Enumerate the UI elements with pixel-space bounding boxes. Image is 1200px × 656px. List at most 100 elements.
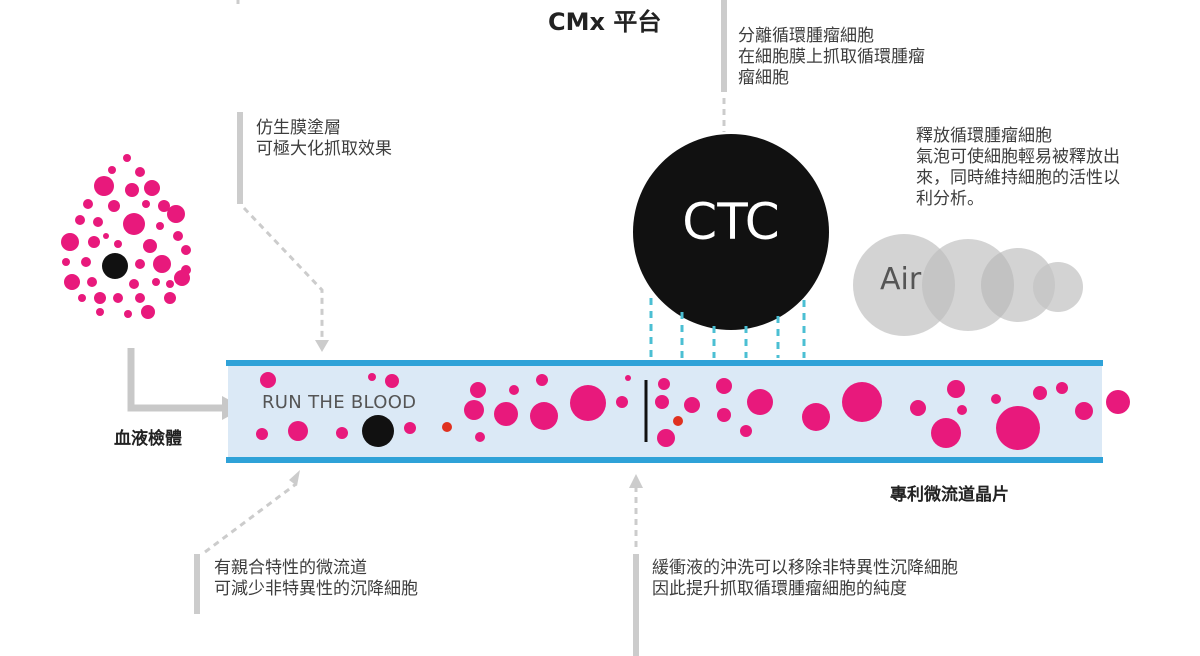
drop-dot — [81, 257, 91, 267]
ctc-cell-icon — [633, 134, 829, 330]
magenta-cell — [536, 374, 548, 386]
drop-dot — [88, 236, 100, 248]
red-cell — [442, 422, 452, 432]
membrane-tethers — [649, 298, 806, 358]
magenta-cell — [957, 405, 967, 415]
drop-dot — [61, 233, 79, 251]
magenta-cell — [385, 374, 399, 388]
note-line: 利分析。 — [916, 189, 984, 209]
drop-dot — [143, 239, 157, 253]
note-buffer: 緩衝液的沖洗可以移除非特異性沉降細胞 因此提升抓取循環腫瘤細胞的純度 — [652, 558, 958, 600]
magenta-cell — [931, 418, 961, 448]
note-line: 來，同時維持細胞的活性以 — [916, 168, 1120, 188]
note-line: 瘤細胞 — [738, 68, 789, 88]
magenta-cell — [288, 421, 308, 441]
magenta-cell — [947, 380, 965, 398]
drop-dot — [153, 255, 171, 273]
magenta-cell — [716, 378, 732, 394]
drop-dot — [141, 305, 155, 319]
drop-dot — [166, 280, 174, 288]
drop-dot — [87, 277, 97, 287]
drop-dot — [114, 240, 122, 248]
note-channel: 有親合特性的微流道 可減少非特異性的沉降細胞 — [214, 558, 418, 600]
note-coating: 仿生膜塗層 可極大化抓取效果 — [256, 118, 392, 160]
note-line: 仿生膜塗層 — [256, 118, 341, 138]
note-line: 氣泡可使細胞輕易被釋放出 — [916, 147, 1120, 167]
magenta-cell — [657, 429, 675, 447]
magenta-cell — [464, 400, 484, 420]
drop-ctc-cell — [102, 253, 128, 279]
air-bubbles-icon — [853, 234, 1083, 336]
magenta-cell — [1075, 402, 1093, 420]
run-the-blood-label: RUN THE BLOOD — [262, 392, 417, 413]
note-line: 分離循環腫瘤細胞 — [738, 26, 874, 46]
drop-dot — [173, 231, 183, 241]
magenta-cell — [991, 394, 1001, 404]
drop-dot — [135, 167, 145, 177]
magenta-cell — [684, 397, 700, 413]
drop-dot — [103, 233, 109, 239]
page-title: CMx 平台 — [548, 8, 662, 36]
magenta-cell — [475, 432, 485, 442]
drop-dot — [181, 245, 191, 255]
magenta-cell — [336, 427, 348, 439]
magenta-cell — [740, 425, 752, 437]
drop-dot — [144, 180, 160, 196]
magenta-cell — [260, 372, 276, 388]
magenta-cell — [910, 400, 926, 416]
callout-connectors — [194, 0, 727, 656]
magenta-cell — [996, 406, 1040, 450]
note-line: 因此提升抓取循環腫瘤細胞的純度 — [652, 579, 907, 599]
chip-label: 專利微流道晶片 — [890, 485, 1009, 505]
magenta-cell — [658, 378, 670, 390]
drop-dot — [96, 308, 104, 316]
magenta-cell — [1056, 382, 1068, 394]
blood-drop-icon — [61, 154, 191, 319]
drop-dot — [108, 166, 116, 174]
drop-dot — [123, 154, 131, 162]
note-line: 在細胞膜上抓取循環腫瘤 — [738, 47, 925, 67]
magenta-cell — [625, 375, 631, 381]
drop-dot — [142, 200, 150, 208]
drop-dot — [152, 278, 160, 286]
note-release: 釋放循環腫瘤細胞 氣泡可使細胞輕易被釋放出 來，同時維持細胞的活性以 利分析。 — [916, 126, 1120, 210]
drop-dot — [158, 200, 170, 212]
drop-dot — [174, 270, 190, 286]
magenta-cell — [1033, 386, 1047, 400]
drop-dot — [93, 217, 103, 227]
drop-dot — [64, 274, 80, 290]
drop-dot — [123, 213, 145, 235]
magenta-cell — [530, 402, 558, 430]
magenta-cell — [404, 422, 416, 434]
air-label: Air — [880, 262, 922, 297]
drop-dot — [94, 176, 114, 196]
drop-dot — [124, 310, 132, 318]
drop-dot — [113, 293, 123, 303]
drop-dot — [125, 183, 139, 197]
channel-cells — [256, 372, 1130, 450]
magenta-cell — [1106, 390, 1130, 414]
drop-dot — [164, 292, 176, 304]
drop-dot — [78, 294, 86, 302]
note-line: 釋放循環腫瘤細胞 — [916, 126, 1052, 146]
note-line: 緩衝液的沖洗可以移除非特異性沉降細胞 — [652, 558, 958, 578]
magenta-cell — [655, 395, 669, 409]
magenta-cell — [570, 385, 606, 421]
drop-dot — [129, 279, 139, 289]
note-line: 可極大化抓取效果 — [256, 139, 392, 159]
red-cell — [673, 416, 683, 426]
ctc-label: CTC — [682, 193, 780, 251]
drop-dot — [108, 200, 120, 212]
magenta-cell — [494, 402, 518, 426]
drop-dot — [135, 293, 145, 303]
drop-dot — [62, 258, 70, 266]
note-separate: 分離循環腫瘤細胞 在細胞膜上抓取循環腫瘤 瘤細胞 — [738, 26, 925, 89]
magenta-cell — [470, 382, 486, 398]
drop-dot — [167, 205, 185, 223]
blood-sample-label: 血液檢體 — [114, 429, 182, 449]
drop-dot — [75, 215, 85, 225]
drop-dot — [83, 199, 93, 209]
note-line: 有親合特性的微流道 — [214, 558, 367, 578]
note-line: 可減少非特異性的沉降細胞 — [214, 579, 418, 599]
